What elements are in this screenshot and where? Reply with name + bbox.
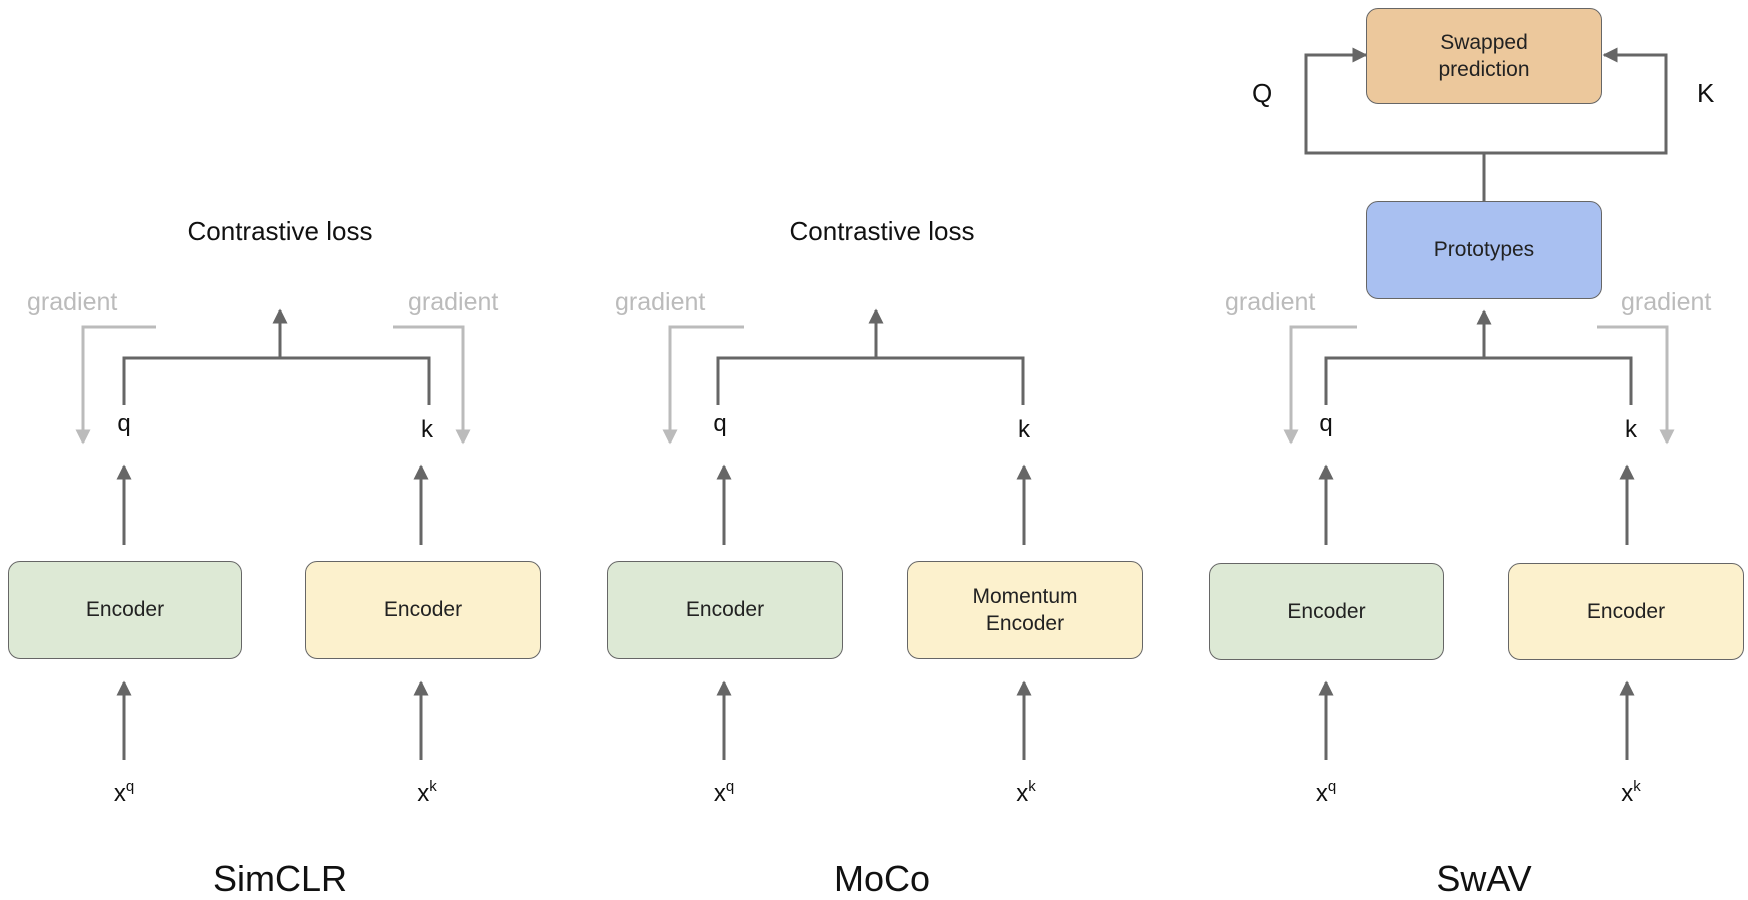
swav-xk-sup: k bbox=[1633, 778, 1641, 795]
moco-q-label: q bbox=[713, 410, 727, 437]
moco-xq-sup: q bbox=[725, 778, 735, 795]
simclr-title: SimCLR bbox=[212, 858, 348, 899]
swav-join-bracket bbox=[1324, 356, 1633, 405]
swav-Q-label: Q bbox=[1252, 78, 1273, 108]
swav-k-label: k bbox=[1625, 416, 1637, 443]
simclr-xk-base: x bbox=[417, 780, 430, 807]
moco-momentum-encoder-box: Momentum Encoder bbox=[907, 561, 1143, 659]
swav-xq-label: xq bbox=[1316, 778, 1336, 808]
moco-xk-sup: k bbox=[1028, 778, 1036, 795]
swav-connectors bbox=[1283, 47, 1675, 760]
simclr-encoder-q-box: Encoder bbox=[8, 561, 242, 659]
swav-gradient-left-arrow bbox=[1283, 325, 1357, 445]
simclr-xq-label: xq bbox=[114, 778, 134, 808]
swav-xk-label: xk bbox=[1621, 778, 1641, 808]
swav-swapped-prediction-box: Swapped prediction bbox=[1366, 8, 1602, 104]
swav-xk-base: x bbox=[1621, 780, 1634, 807]
moco-title: MoCo bbox=[833, 858, 931, 899]
simclr-xk-sup: k bbox=[429, 778, 437, 795]
moco-encoder-q-box: Encoder bbox=[607, 561, 843, 659]
simclr-contrastive-loss-label: Contrastive loss bbox=[187, 216, 373, 246]
simclr-gradient-right-arrow bbox=[393, 325, 471, 445]
moco-join-bracket bbox=[716, 356, 1025, 405]
simclr-encoder-k-box: Encoder bbox=[305, 561, 541, 659]
swav-xq-base: x bbox=[1315, 780, 1328, 807]
simclr-xq-base: x bbox=[113, 780, 126, 807]
swav-q-label: q bbox=[1319, 410, 1333, 437]
moco-gradient-left-label: gradient bbox=[615, 288, 706, 316]
swav-xq-sup: q bbox=[1327, 778, 1337, 795]
moco-connectors bbox=[662, 308, 1032, 760]
swav-encoder-q-box: Encoder bbox=[1209, 563, 1444, 660]
swav-encoder-k-box: Encoder bbox=[1508, 563, 1744, 660]
simclr-gradient-right-label: gradient bbox=[408, 288, 499, 316]
simclr-q-label: q bbox=[117, 410, 131, 437]
swav-title: SwAV bbox=[1436, 858, 1532, 899]
simclr-k-label: k bbox=[421, 416, 433, 443]
moco-xk-label: xk bbox=[1016, 778, 1036, 808]
moco-xq-base: x bbox=[713, 780, 726, 807]
simclr-xq-sup: q bbox=[125, 778, 135, 795]
swav-q-loop-arrow bbox=[1304, 47, 1484, 155]
swav-K-label: K bbox=[1697, 78, 1715, 108]
moco-xq-label: xq bbox=[714, 778, 734, 808]
simclr-xk-label: xk bbox=[417, 778, 437, 808]
simclr-gradient-left-label: gradient bbox=[27, 288, 118, 316]
simclr-connectors bbox=[75, 308, 471, 760]
swav-prototypes-box: Prototypes bbox=[1366, 201, 1602, 299]
swav-k-loop-arrow bbox=[1484, 47, 1668, 155]
swav-gradient-left-label: gradient bbox=[1225, 288, 1316, 316]
swav-gradient-right-arrow bbox=[1597, 325, 1675, 445]
moco-gradient-left-arrow bbox=[662, 325, 744, 445]
moco-xk-base: x bbox=[1016, 780, 1029, 807]
simclr-join-bracket bbox=[122, 356, 431, 405]
moco-contrastive-loss-label: Contrastive loss bbox=[789, 216, 975, 246]
moco-k-label: k bbox=[1018, 416, 1030, 443]
swav-gradient-right-label: gradient bbox=[1621, 288, 1712, 316]
simclr-gradient-left-arrow bbox=[75, 325, 156, 445]
